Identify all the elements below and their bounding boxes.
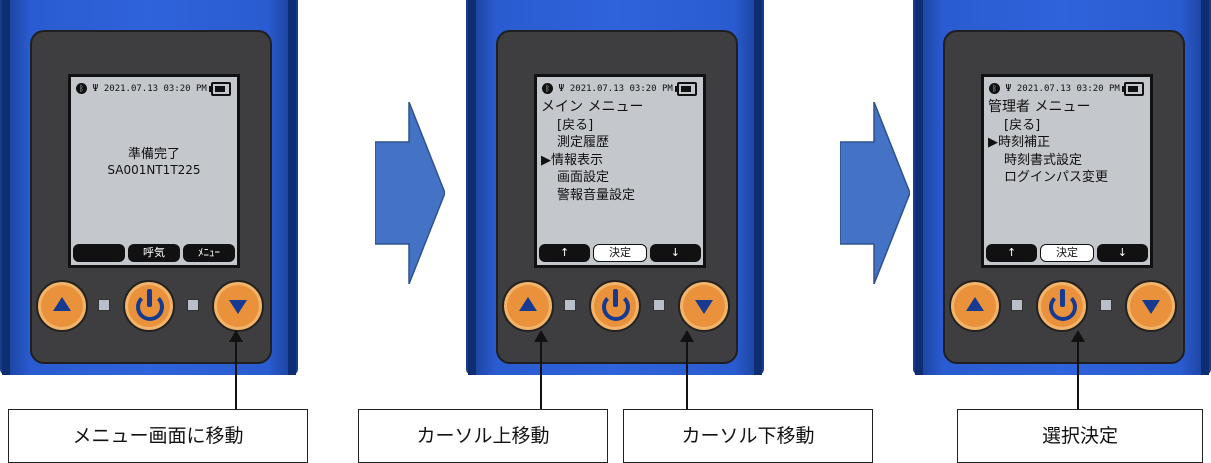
softkey-bar: 呼気 ﾒﾆｭｰ [73, 244, 235, 262]
serial-number: SA001NT1T225 [107, 163, 201, 177]
device-rail [1201, 0, 1209, 375]
led-indicator [1100, 299, 1112, 311]
power-icon [602, 293, 630, 321]
lcd-screen: ᛒ Ψ 2021.07.13 03:20 PM 準備完了 SA001NT1T22… [68, 74, 240, 268]
flow-arrow-icon [375, 102, 445, 284]
status-bar: ᛒ Ψ 2021.07.13 03:20 PM [989, 83, 1120, 94]
menu-item-time-format[interactable]: 時刻書式設定 [1004, 152, 1083, 168]
menu-item-info[interactable]: ▶情報表示 [541, 152, 603, 168]
status-datetime: 2021.07.13 03:20 PM [569, 84, 673, 94]
softkey-confirm[interactable]: 決定 [593, 244, 647, 262]
down-button[interactable] [678, 280, 730, 332]
lcd-screen: ᛒ Ψ 2021.07.13 03:20 PM メイン メニュー [戻る] 測定… [534, 74, 706, 268]
triangle-up-icon [966, 297, 984, 311]
label-cursor-up: カーソル上移動 [358, 409, 608, 463]
status-bar: ᛒ Ψ 2021.07.13 03:20 PM [76, 83, 207, 94]
device-rail [754, 0, 762, 375]
led-indicator [1011, 299, 1023, 311]
menu-item-time-correction[interactable]: ▶時刻補正 [988, 135, 1050, 150]
power-button[interactable] [1036, 280, 1088, 332]
power-button[interactable] [123, 280, 175, 332]
softkey-up[interactable]: ↑ [986, 244, 1038, 262]
pointer-line [534, 330, 548, 409]
flow-arrow-icon [840, 102, 910, 284]
menu-item-back[interactable]: [戻る] [1004, 117, 1041, 133]
label-confirm: 選択決定 [957, 409, 1203, 463]
power-icon-bar [613, 289, 618, 307]
usb-icon: Ψ [1005, 83, 1012, 94]
pointer-line [1071, 330, 1085, 409]
hardware-buttons [36, 280, 264, 332]
power-icon [1049, 293, 1077, 321]
triangle-up-icon [519, 297, 537, 311]
led-indicator [187, 299, 199, 311]
menu-title: 管理者 メニュー [988, 99, 1091, 115]
softkey-menu[interactable]: ﾒﾆｭｰ [183, 244, 235, 262]
hardware-buttons [949, 280, 1177, 332]
device-admin-menu: ᛒ Ψ 2021.07.13 03:20 PM 管理者 メニュー [戻る] ▶時… [913, 0, 1211, 375]
main-menu: メイン メニュー [戻る] 測定履歴 ▶情報表示 画面設定 警報音量設定 [541, 99, 643, 204]
battery-icon [209, 82, 231, 96]
admin-menu: 管理者 メニュー [戻る] ▶時刻補正 時刻書式設定 ログインパス変更 [988, 99, 1108, 187]
status-bar: ᛒ Ψ 2021.07.13 03:20 PM [542, 83, 673, 94]
triangle-down-icon [695, 300, 713, 314]
bluetooth-icon: ᛒ [76, 83, 87, 94]
softkey-bar: ↑ 決定 ↓ [986, 244, 1148, 262]
bluetooth-icon: ᛒ [989, 83, 1000, 94]
status-datetime: 2021.07.13 03:20 PM [1016, 84, 1120, 94]
device-main-menu: ᛒ Ψ 2021.07.13 03:20 PM メイン メニュー [戻る] 測定… [466, 0, 764, 375]
lcd-screen: ᛒ Ψ 2021.07.13 03:20 PM 管理者 メニュー [戻る] ▶時… [981, 74, 1153, 268]
menu-item-alarm-volume[interactable]: 警報音量設定 [557, 187, 636, 203]
ready-message: 準備完了 [127, 147, 180, 162]
status-datetime: 2021.07.13 03:20 PM [103, 84, 207, 94]
up-button[interactable] [502, 280, 554, 332]
softkey-down[interactable]: ↓ [649, 244, 701, 262]
device-rail [2, 0, 10, 375]
device-rail [288, 0, 296, 375]
triangle-up-icon [53, 297, 71, 311]
triangle-down-icon [229, 300, 247, 314]
device-rail [468, 0, 476, 375]
label-cursor-down: カーソル下移動 [623, 409, 873, 463]
menu-item-history[interactable]: 測定履歴 [557, 135, 610, 150]
device-ready-screen: ᛒ Ψ 2021.07.13 03:20 PM 準備完了 SA001NT1T22… [0, 0, 298, 375]
battery-icon [1122, 82, 1144, 96]
led-indicator [564, 299, 576, 311]
menu-item-back[interactable]: [戻る] [557, 117, 594, 133]
softkey-up[interactable]: ↑ [539, 244, 591, 262]
led-indicator [98, 299, 110, 311]
power-icon [136, 293, 164, 321]
hardware-buttons [502, 280, 730, 332]
menu-item-login-password[interactable]: ログインパス変更 [1004, 170, 1109, 185]
battery-icon [675, 82, 697, 96]
softkey-left[interactable] [73, 244, 125, 262]
power-icon-bar [1060, 289, 1065, 307]
menu-item-display[interactable]: 画面設定 [557, 170, 610, 185]
power-icon-bar [147, 289, 152, 307]
softkey-down[interactable]: ↓ [1096, 244, 1148, 262]
usb-icon: Ψ [558, 83, 565, 94]
device-bezel: ᛒ Ψ 2021.07.13 03:20 PM 準備完了 SA001NT1T22… [30, 30, 272, 364]
usb-icon: Ψ [92, 83, 99, 94]
bluetooth-icon: ᛒ [542, 83, 553, 94]
device-rail [915, 0, 923, 375]
power-button[interactable] [589, 280, 641, 332]
up-button[interactable] [949, 280, 1001, 332]
menu-title: メイン メニュー [541, 99, 644, 115]
softkey-bar: ↑ 決定 ↓ [539, 244, 701, 262]
led-indicator [653, 299, 665, 311]
softkey-breath[interactable]: 呼気 [128, 244, 180, 262]
triangle-down-icon [1142, 300, 1160, 314]
down-button[interactable] [212, 280, 264, 332]
pointer-line [229, 330, 243, 409]
label-move-to-menu: メニュー画面に移動 [8, 409, 308, 463]
softkey-confirm[interactable]: 決定 [1040, 244, 1094, 262]
pointer-line [680, 330, 694, 409]
down-button[interactable] [1125, 280, 1177, 332]
up-button[interactable] [36, 280, 88, 332]
